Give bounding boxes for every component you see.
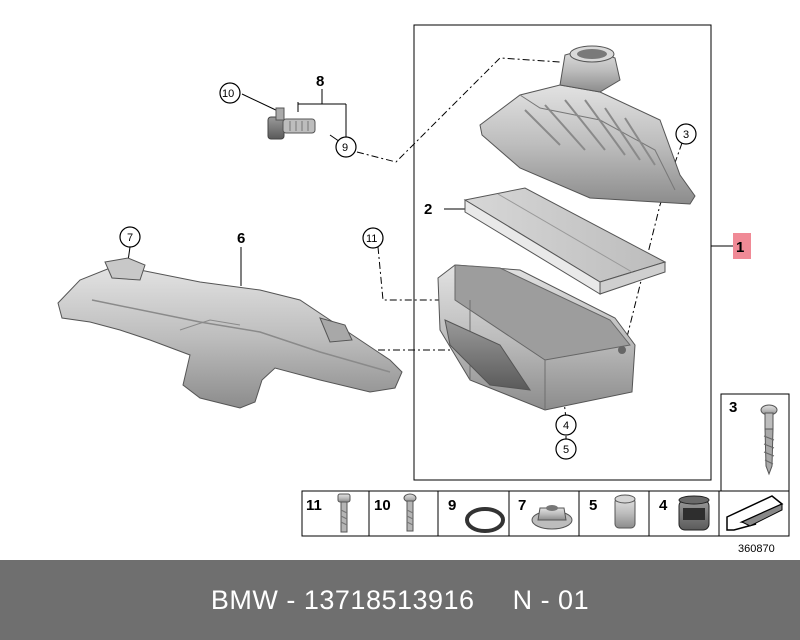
diagram-id: 360870 <box>738 543 775 555</box>
bushing-5-icon <box>614 494 636 529</box>
callout-10: 10 <box>222 88 234 100</box>
callout-2: 2 <box>424 201 432 218</box>
air-mass-sensor <box>267 107 316 140</box>
callout-circles <box>119 82 697 460</box>
parts-diagram: 1 2 <box>57 24 790 555</box>
footer-text: BMW - 13718513916 N - 01 <box>0 560 800 640</box>
o-ring-9-icon <box>465 507 505 533</box>
nut-7-icon <box>531 505 573 530</box>
callout-6: 6 <box>237 230 245 247</box>
variant-code: N - 01 <box>512 585 590 615</box>
housing-cover <box>479 45 696 205</box>
callout-7: 7 <box>127 232 133 244</box>
callout-8: 8 <box>316 73 324 90</box>
legend-number-5: 5 <box>589 497 597 514</box>
callout-3: 3 <box>683 129 689 141</box>
callout-1-highlight <box>733 233 751 259</box>
view-arrow-icon <box>726 495 784 531</box>
callout-4: 4 <box>563 420 569 432</box>
side-panel <box>720 393 790 494</box>
legend-number-7: 7 <box>518 497 526 514</box>
housing-lower <box>437 264 636 411</box>
screw-icon <box>760 404 778 476</box>
assembly-frame <box>413 24 712 481</box>
side-panel-label: 3 <box>729 399 737 416</box>
solid-leaders <box>126 89 567 443</box>
callout-5: 5 <box>563 444 569 456</box>
callout-9: 9 <box>342 142 348 154</box>
part-number: BMW - 13718513916 <box>210 585 475 615</box>
legend-number-10: 10 <box>374 497 391 514</box>
callout-1: 1 <box>736 239 744 256</box>
bolt-11-icon <box>337 493 351 533</box>
footer-bar: BMW - 13718513916 N - 01 <box>0 560 800 640</box>
legend-number-9: 9 <box>448 497 456 514</box>
intake-duct <box>57 257 403 409</box>
filter-element <box>463 187 667 295</box>
legend-number-11: 11 <box>306 497 322 514</box>
legend-number-4: 4 <box>659 497 668 514</box>
grommet-4-icon <box>678 495 710 531</box>
callout-11: 11 <box>366 233 377 245</box>
bolt-10-icon <box>403 493 417 532</box>
